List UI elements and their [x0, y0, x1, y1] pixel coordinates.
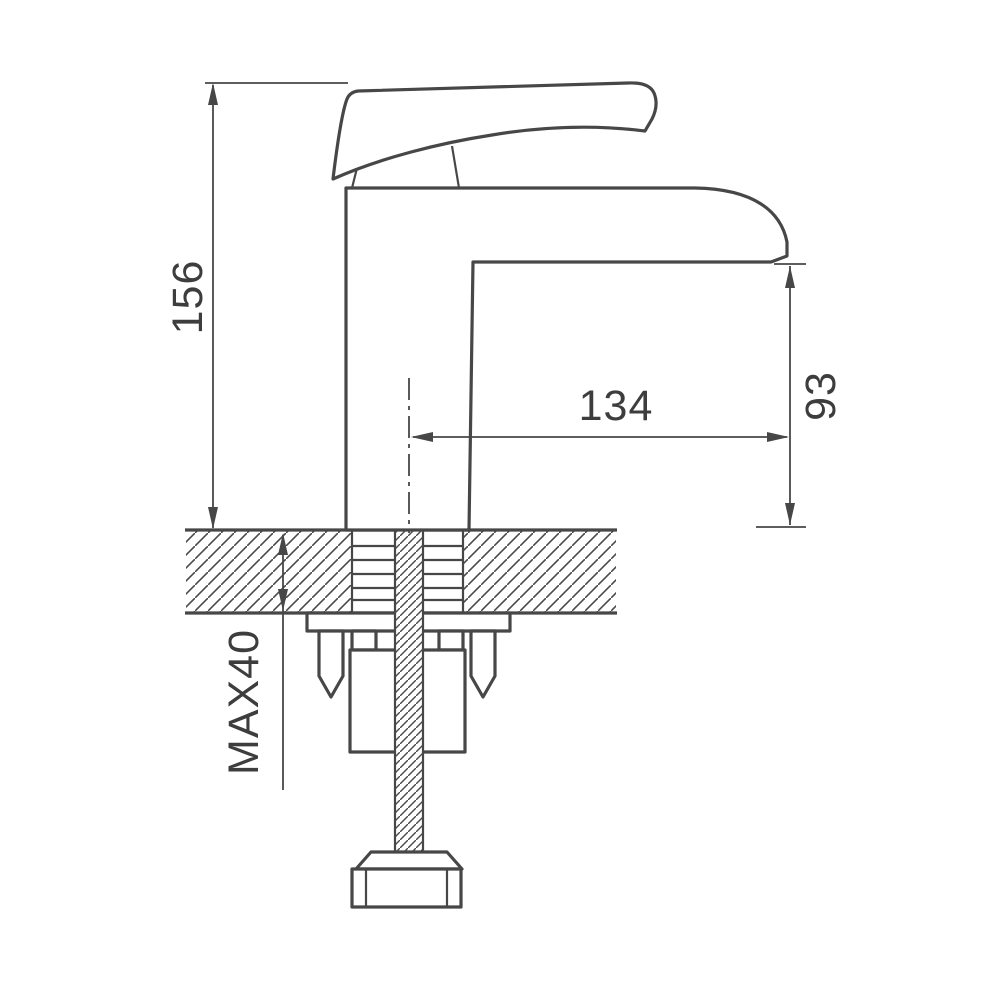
dimension-label-max40: MAX40	[220, 629, 268, 775]
faucet-spout-body	[344, 186, 789, 532]
dimension-spout-outlet-height: 93	[756, 263, 845, 528]
knurled-nut-body	[350, 867, 463, 909]
mounting-hardware	[305, 530, 512, 909]
collar-right	[437, 629, 465, 652]
arrowhead-up	[785, 266, 795, 288]
mounting-bolt-left	[317, 629, 345, 699]
faucet-body	[331, 81, 789, 532]
arrowhead-up	[208, 83, 218, 105]
mounting-bolt-right	[469, 629, 497, 699]
dimension-label-134: 134	[579, 382, 654, 430]
threaded-stud-hatch	[395, 530, 423, 852]
dimension-spout-reach: 134	[411, 382, 789, 442]
dimension-overall-height: 156	[164, 82, 348, 529]
arrowhead-up	[278, 533, 288, 555]
arrowhead-down	[278, 589, 288, 611]
dimension-label-93: 93	[797, 371, 845, 421]
neck-right-line	[450, 145, 461, 189]
arrowhead-down	[208, 507, 218, 529]
collar-left	[350, 629, 378, 652]
arrowhead-left	[411, 432, 433, 442]
arrowhead-right	[767, 432, 789, 442]
arrowhead-down	[785, 503, 795, 525]
dimension-label-156: 156	[164, 260, 212, 335]
knurled-nut-flare	[354, 850, 464, 871]
faucet-handle-lever	[331, 81, 658, 181]
dimension-max-counter-thickness: MAX40	[220, 533, 288, 790]
